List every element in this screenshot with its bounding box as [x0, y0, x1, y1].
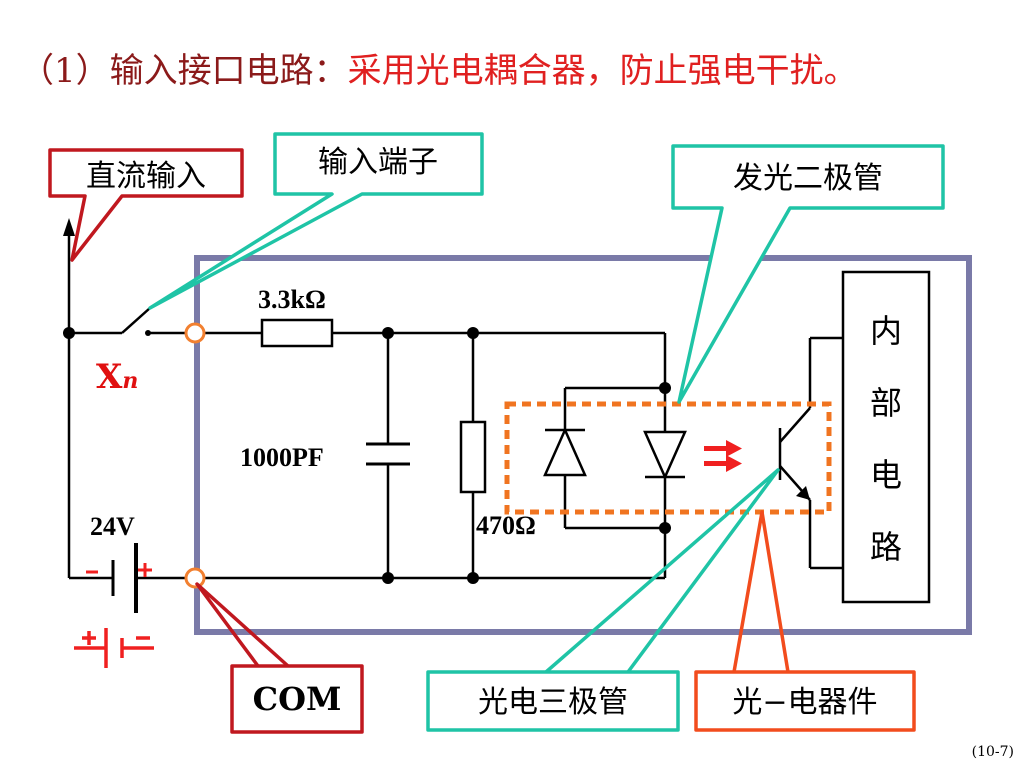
callout-dc-input-label: 直流输入: [86, 159, 206, 194]
capacitor-label: 1000PF: [240, 443, 324, 472]
phototransistor-icon: [778, 407, 811, 501]
junction-dots: [63, 327, 671, 584]
terminal-xn-label: Xn: [96, 357, 138, 397]
callout-phototransistor: [426, 670, 680, 732]
callout-led: [671, 144, 945, 404]
internal-circuit-char: 路: [870, 528, 902, 566]
internal-circuit-box: [841, 270, 931, 604]
internal-circuit-char: 电: [870, 456, 902, 494]
voltage-label: 24V: [90, 512, 135, 541]
callout-led-label: 发光二极管: [733, 161, 883, 196]
battery-reverse-icon: [74, 628, 154, 668]
module-frame: [194, 255, 972, 635]
switch-contact: [145, 330, 151, 336]
input-arrow-icon: [63, 218, 75, 236]
emitter-arrow-icon: [796, 486, 810, 500]
title-emphasis: 采用光电耦合器，防止强电干扰。: [348, 51, 858, 91]
internal-circuit-label: 内 部 电 路: [870, 312, 902, 566]
title-prefix: （1）输入接口电路：: [20, 51, 348, 91]
callout-phototransistor-label: 光电三极管: [478, 685, 628, 720]
resistor-series-label: 3.3kΩ: [258, 285, 326, 314]
callout-dc-input: [48, 148, 244, 262]
opto-coupler-box: [504, 401, 832, 515]
callout-opto-device-pointer: [732, 510, 790, 673]
callout-opto-device: [694, 670, 916, 732]
diode-reverse-icon: [543, 426, 587, 477]
internal-circuit-char: 内: [870, 312, 902, 350]
terminal-com-icon: [184, 567, 206, 589]
callout-input-terminal: [148, 132, 484, 310]
led-icon: [643, 430, 687, 481]
battery-polarity-icon: [86, 563, 152, 577]
callout-com-label: COM: [253, 680, 342, 718]
callout-com: [230, 664, 364, 734]
callout-com-pointer: [195, 582, 290, 668]
resistor-shunt-icon: [459, 420, 487, 494]
callout-phototransistor-pointer: [544, 468, 780, 674]
resistor-series-icon: [260, 318, 334, 348]
light-arrows-icon: [704, 440, 742, 472]
terminal-xn-icon: [184, 322, 206, 344]
callout-input-terminal-label: 输入端子: [318, 145, 438, 180]
internal-circuit-char: 部: [870, 384, 902, 422]
page-number: (10-7): [972, 744, 1014, 760]
callout-opto-device-label: 光−电器件: [732, 685, 877, 720]
title: （1）输入接口电路：采用光电耦合器，防止强电干扰。: [20, 51, 858, 91]
switch-blade: [121, 307, 151, 334]
resistor-shunt-label: 470Ω: [476, 511, 536, 540]
